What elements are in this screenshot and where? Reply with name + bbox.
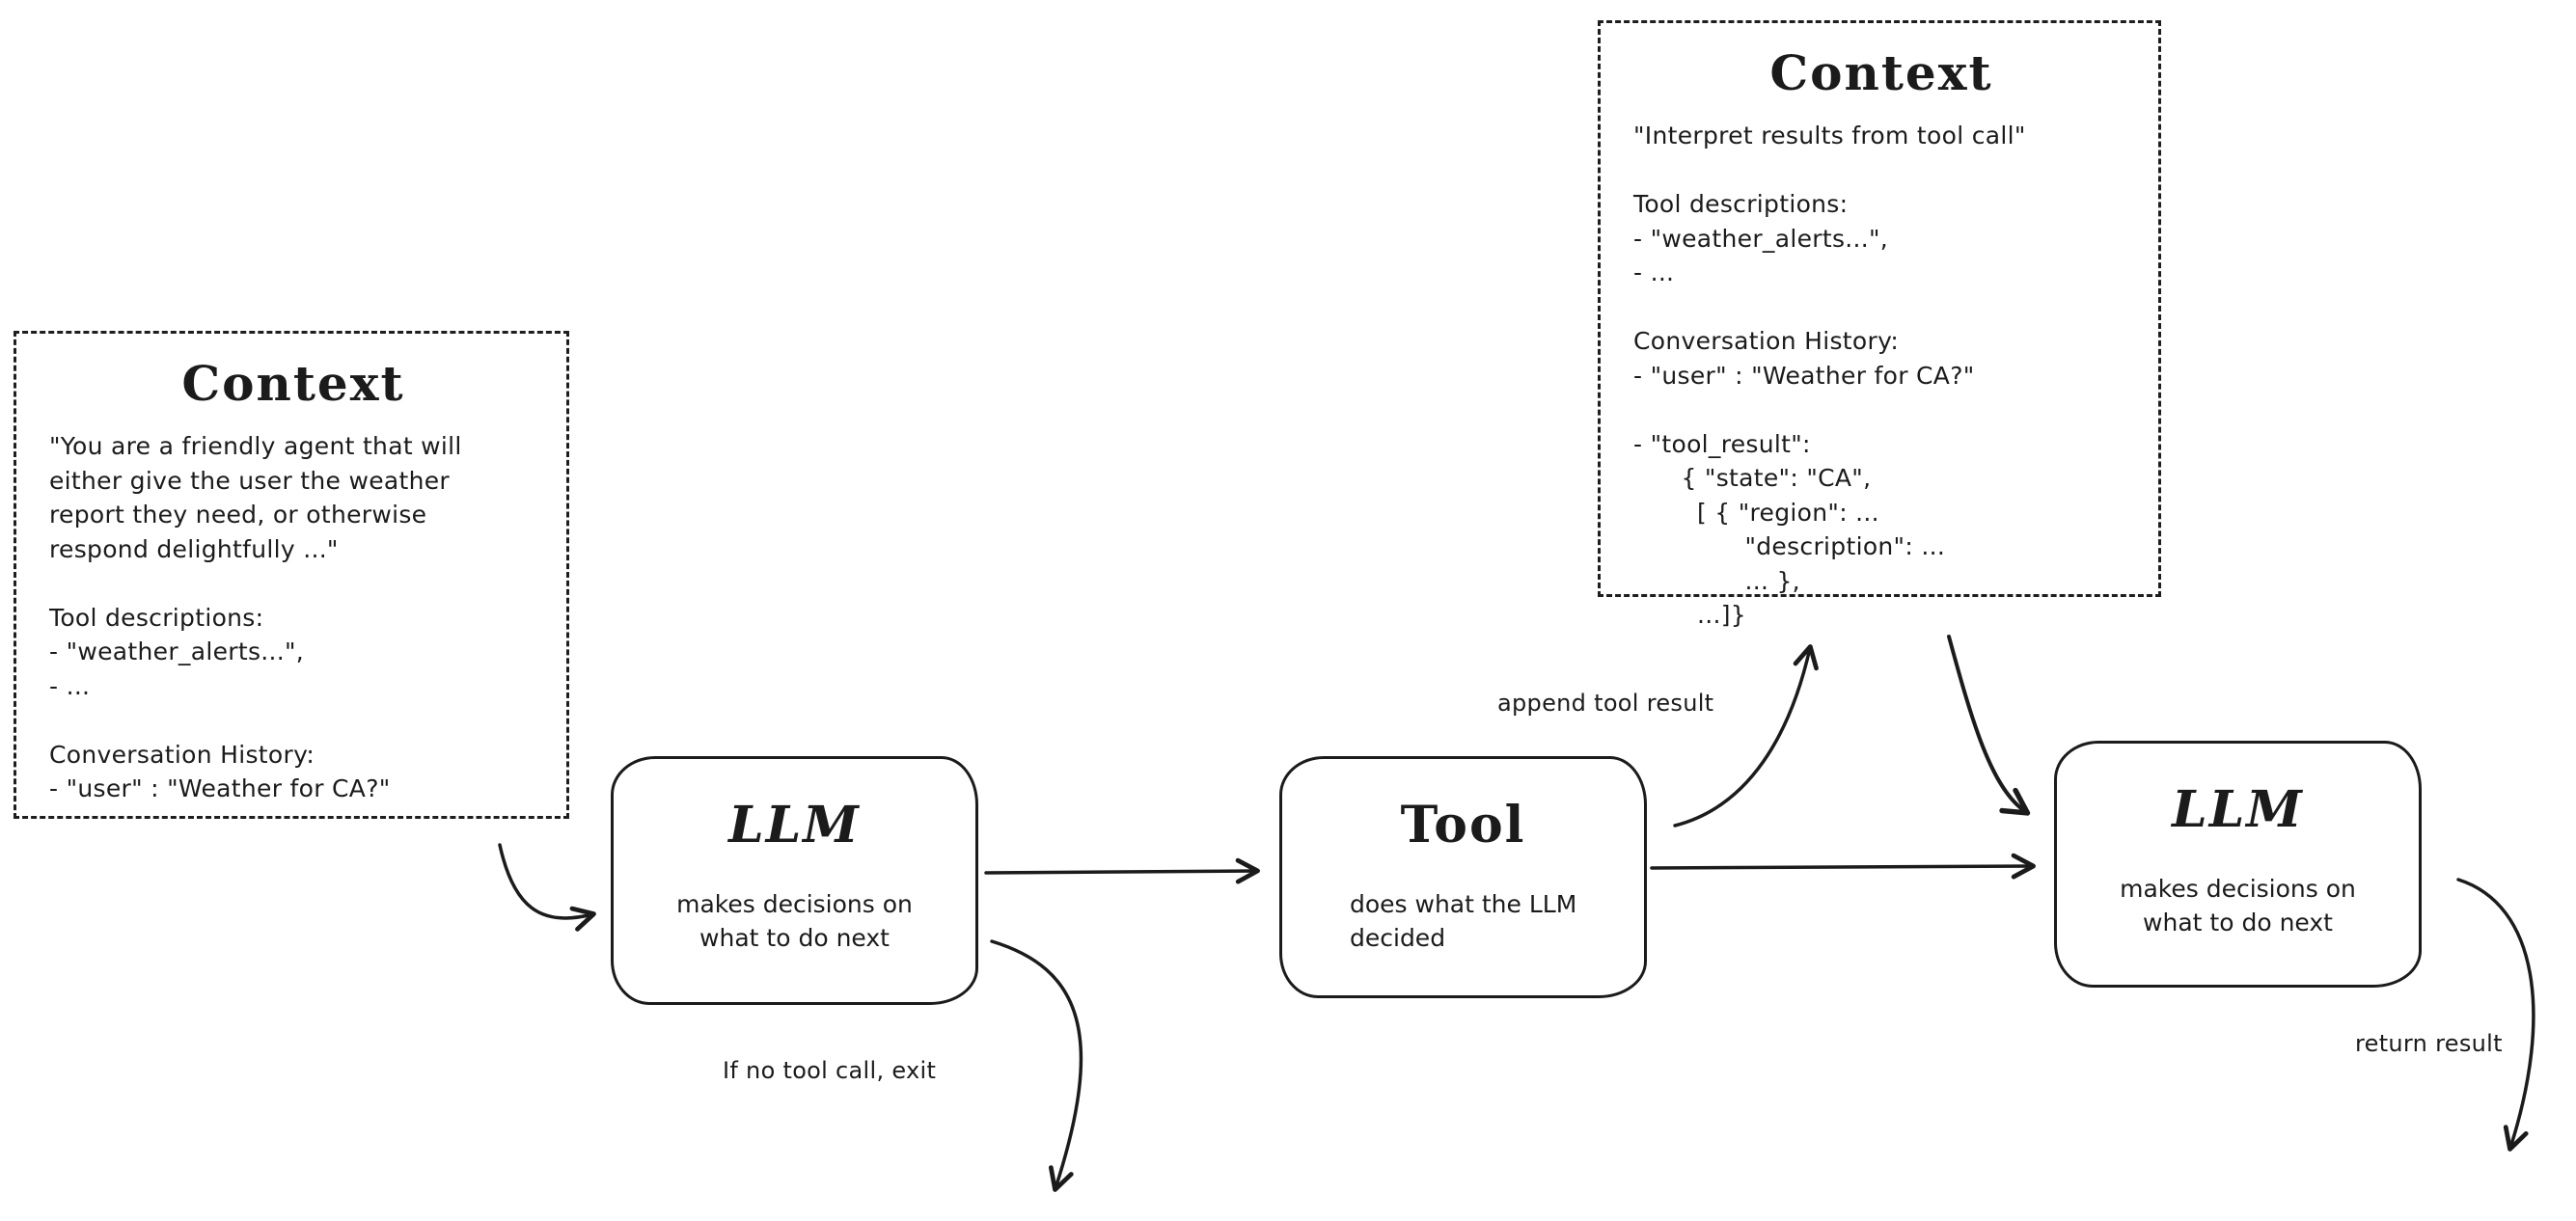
context-left-body: "You are a friendly agent that will eith… (49, 432, 462, 802)
node-llm-1: LLM makes decisions on what to do next (611, 756, 978, 1005)
arrow-llm1-to-tool (984, 857, 1260, 884)
arrow-llm2-return (2456, 878, 2535, 1152)
node-llm-2-subtitle: makes decisions on what to do next (2120, 875, 2356, 936)
arrow-context-top-to-llm2 (1947, 635, 2031, 816)
edge-label-append-tool-result: append tool result (1497, 690, 1714, 717)
node-llm-2: LLM makes decisions on what to do next (2054, 741, 2422, 988)
context-top-body: "Interpret results from tool call" Tool … (1633, 122, 2026, 629)
context-box-left: Context "You are a friendly agent that w… (14, 331, 569, 819)
arrow-tool-to-llm2 (1650, 853, 2036, 880)
arrow-tool-to-context-top (1673, 644, 1819, 828)
context-left-title: Context (181, 355, 405, 412)
context-box-top: Context "Interpret results from tool cal… (1598, 20, 2161, 629)
edge-label-return-result: return result (2355, 1030, 2503, 1057)
node-llm-1-title: LLM (728, 796, 861, 855)
node-llm-1-subtitle: makes decisions on what to do next (676, 890, 913, 952)
node-tool-title: Tool (1400, 796, 1526, 855)
node-tool: Tool does what the LLM decided (1279, 756, 1647, 998)
arrow-llm1-exit (990, 939, 1083, 1192)
edge-label-no-tool-exit: If no tool call, exit (723, 1057, 937, 1084)
node-tool-subtitle: does what the LLM decided (1350, 890, 1577, 952)
context-top-title: Context (1769, 44, 1993, 101)
arrow-context-left-to-llm1 (498, 843, 596, 932)
node-llm-2-title: LLM (2172, 780, 2304, 839)
